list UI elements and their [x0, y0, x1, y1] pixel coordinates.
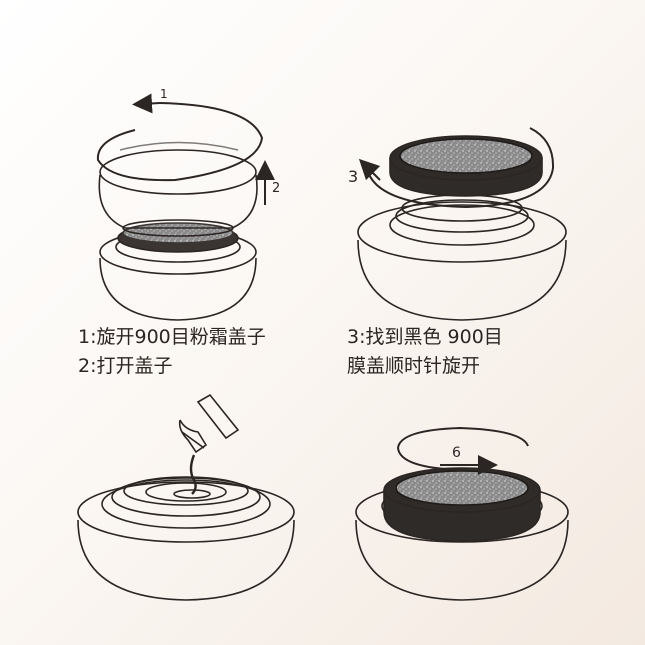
mesh-cover: [389, 135, 543, 197]
caption-line: 3:找到黑色 900目: [347, 326, 503, 348]
caption-step-3: 3:找到黑色 900目 膜盖顺时针旋开: [347, 323, 503, 381]
panel-step-6: [355, 426, 569, 601]
panel-step-4: [77, 393, 295, 601]
sponge-insert: [117, 222, 239, 253]
rotate-arrow-1: [96, 102, 264, 182]
rotate-arrow-6: [396, 426, 529, 471]
dome-lid: [98, 141, 258, 237]
compact-base: [77, 476, 295, 601]
caption-line: 2:打开盖子: [78, 355, 173, 377]
bottle-nozzle: [178, 393, 240, 454]
liquid-drip: [189, 454, 197, 495]
caption-steps-1-2: 1:旋开900目粉霜盖子 2:打开盖子: [78, 323, 266, 381]
panel-step-3: [357, 127, 567, 321]
step-number-2: 2: [272, 181, 280, 196]
caption-line: 膜盖顺时针旋开: [347, 355, 481, 377]
step-number-3: 3: [348, 167, 358, 186]
compact-base: [357, 194, 567, 321]
mesh-cover: [383, 467, 541, 542]
panel-step-1-2: [96, 93, 275, 321]
rotate-arrow-3: [367, 127, 555, 209]
step-number-1: 1: [160, 87, 168, 101]
step-number-6: 6: [452, 445, 461, 461]
caption-line: 1:旋开900目粉霜盖子: [78, 326, 266, 348]
